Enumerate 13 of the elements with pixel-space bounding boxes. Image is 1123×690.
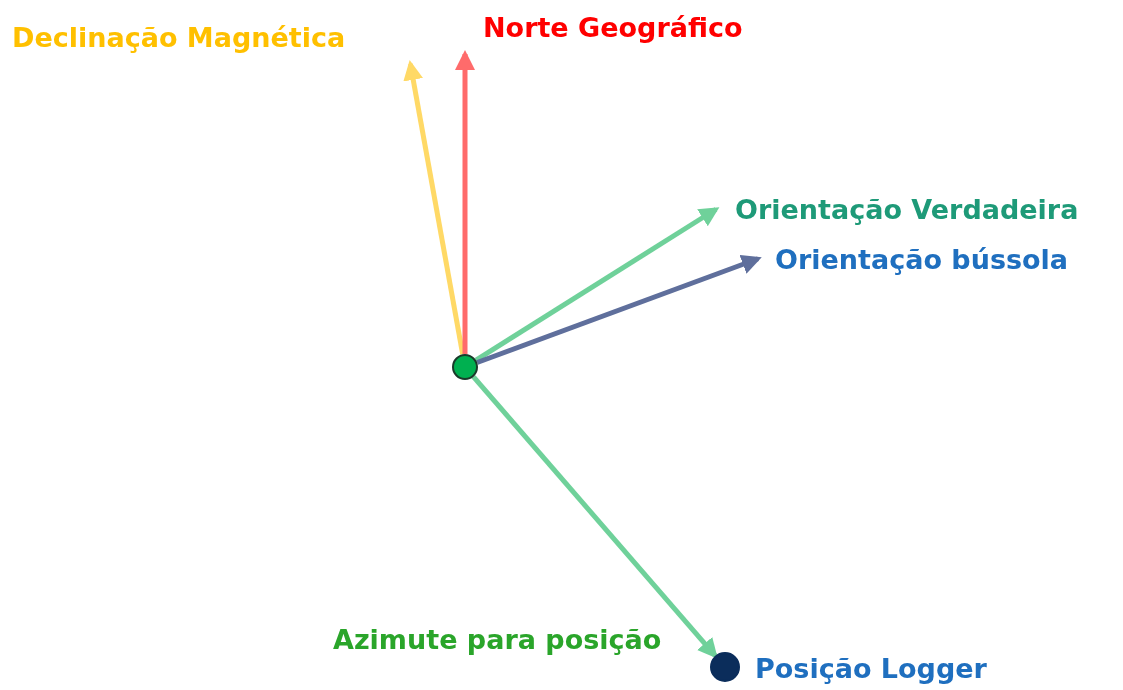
direction-label: Norte Geográfico bbox=[455, 12, 790, 54]
arrow bbox=[476, 254, 762, 365]
edge-label: Azimute para posição bbox=[333, 624, 662, 656]
arrow bbox=[455, 50, 475, 354]
direction-label: Orientação bússola bbox=[758, 244, 1100, 278]
point-caption: Posição Logger bbox=[755, 653, 987, 685]
logger-point bbox=[710, 652, 740, 682]
direction-label: Orientação Verdadeira bbox=[716, 194, 1110, 228]
origin-point bbox=[452, 354, 478, 380]
direction-label: Declinação Magnética bbox=[12, 22, 414, 64]
arrow bbox=[474, 207, 720, 363]
arrow bbox=[471, 375, 718, 659]
arrow bbox=[403, 60, 466, 355]
